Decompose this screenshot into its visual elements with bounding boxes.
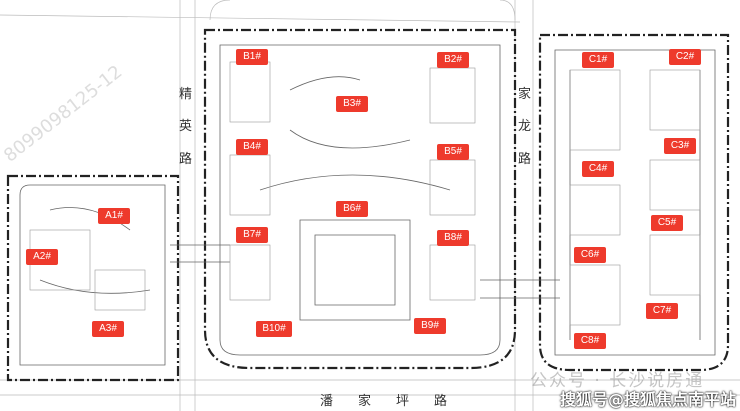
road-west-char-3: 路: [179, 152, 193, 167]
building-label-c1: C1#: [582, 52, 614, 68]
sohu-watermark: 搜狐号@搜狐焦点南平站: [560, 390, 737, 409]
building-label-c6: C6#: [574, 247, 606, 263]
building-label-c3: C3#: [664, 138, 696, 154]
road-south-char-1: 潘: [320, 394, 334, 409]
road-edge-lines: [179, 0, 534, 411]
building-label-c2: C2#: [669, 49, 701, 65]
building-label-b2: B2#: [437, 52, 469, 68]
block-b-boundary: [203, 28, 517, 370]
building-label-b10: B10#: [256, 321, 292, 337]
road-south-char-3: 坪: [396, 394, 410, 409]
road-west-char-1: 精: [179, 87, 193, 102]
building-label-b1: B1#: [236, 49, 268, 65]
building-label-a2: A2#: [26, 249, 58, 265]
block-c-boundary: [538, 33, 730, 372]
building-label-c5: C5#: [651, 215, 683, 231]
road-east-char-1: 家: [518, 87, 532, 102]
block-a-boundary: [6, 174, 180, 382]
road-east-char-3: 路: [518, 152, 532, 167]
building-label-b9: B9#: [414, 318, 446, 334]
building-label-c4: C4#: [582, 161, 614, 177]
building-label-b5: B5#: [437, 144, 469, 160]
road-east-char-2: 龙: [518, 119, 532, 134]
wechat-watermark: 公众号 · 长沙说房通: [530, 371, 705, 391]
building-label-a1: A1#: [98, 208, 130, 224]
building-label-b8: B8#: [437, 230, 469, 246]
road-west-char-2: 英: [179, 119, 193, 134]
building-label-c7: C7#: [646, 303, 678, 319]
building-label-a3: A3#: [92, 321, 124, 337]
building-label-b6: B6#: [336, 201, 368, 217]
building-label-c8: C8#: [574, 333, 606, 349]
road-south-char-4: 路: [434, 394, 448, 409]
building-label-b4: B4#: [236, 139, 268, 155]
building-label-b3: B3#: [336, 96, 368, 112]
road-south-char-2: 家: [358, 394, 372, 409]
building-label-b7: B7#: [236, 227, 268, 243]
